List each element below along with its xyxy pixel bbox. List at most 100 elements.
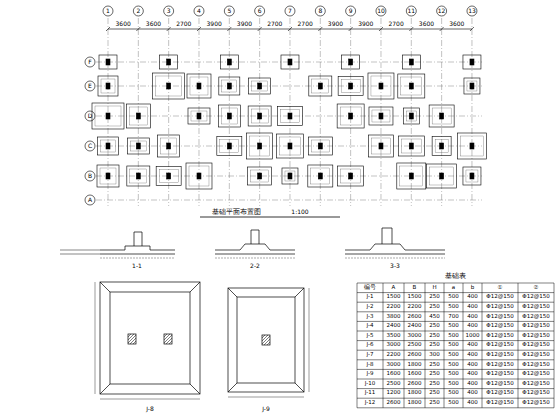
- footing-outline: [463, 167, 481, 185]
- footing-outline: [248, 106, 271, 126]
- table-cell: 2600: [408, 381, 422, 387]
- footing-outline: [160, 55, 178, 69]
- footing-outline: [153, 73, 185, 99]
- column: [440, 113, 444, 119]
- axis-number: 10: [377, 8, 385, 14]
- table-cell: 400: [467, 352, 478, 358]
- table-cell: J-5: [367, 333, 374, 339]
- footing-step: [432, 108, 451, 124]
- column: [288, 59, 292, 65]
- table-cell: 400: [467, 343, 478, 349]
- column: [197, 173, 201, 179]
- table-cell: 250: [429, 323, 440, 329]
- table-cell: 3500: [387, 333, 401, 339]
- table-cell: 250: [429, 371, 440, 377]
- axis-bubble: [224, 6, 234, 16]
- table-header: A: [392, 285, 396, 291]
- table-cell: Φ12@150: [486, 391, 513, 397]
- axis-bubble: [133, 6, 143, 16]
- footing-outline: [398, 74, 425, 98]
- column: [440, 143, 444, 149]
- footing-outline: [219, 77, 240, 95]
- footing-outline: [276, 134, 303, 158]
- dimension-tick: [197, 27, 201, 31]
- table-cell: 3800: [387, 314, 401, 320]
- table-cell: Φ12@150: [486, 304, 513, 310]
- column: [227, 143, 231, 149]
- axis-bubble: [85, 57, 95, 67]
- axis-letter: D: [88, 113, 93, 119]
- footing-step: [220, 140, 239, 153]
- footing-step: [279, 137, 300, 155]
- footing-step: [371, 138, 390, 154]
- footing-outline: [403, 108, 419, 124]
- table-cell: 250: [429, 400, 440, 406]
- footing-step: [312, 79, 329, 93]
- dimension-tick: [227, 27, 231, 31]
- section-label: 1-1: [132, 263, 142, 269]
- column: [197, 83, 201, 89]
- axis-number: 12: [438, 8, 446, 14]
- table-cell: 2200: [408, 304, 422, 310]
- table-cell: 2400: [387, 323, 401, 329]
- table-cell: J-1: [367, 295, 374, 301]
- axis-letter: C: [88, 143, 92, 149]
- footing-detail: [95, 282, 309, 399]
- column: [136, 173, 140, 179]
- column: [227, 83, 231, 89]
- column: [349, 173, 353, 179]
- dimension: 2700: [298, 21, 313, 27]
- table-cell: 400: [467, 304, 478, 310]
- table-cell: 400: [467, 314, 478, 320]
- table-cell: 500: [448, 391, 459, 397]
- table-cell: 1500: [387, 295, 401, 301]
- footing-outline: [281, 55, 299, 69]
- column: [258, 113, 262, 119]
- footing-step: [129, 107, 147, 125]
- scale: 1:100: [291, 209, 308, 215]
- axis-letter: B: [88, 173, 92, 179]
- table-cell: Φ12@150: [486, 343, 513, 349]
- footing-step: [250, 136, 270, 156]
- footing-outline: [338, 77, 363, 96]
- table-cell: Φ12@150: [522, 391, 549, 397]
- section-label: 3-3: [390, 263, 400, 269]
- dimension-tick: [349, 27, 353, 31]
- column: [136, 113, 140, 119]
- footing-step: [189, 166, 209, 186]
- dimension: 2700: [267, 21, 282, 27]
- footing-step: [101, 79, 115, 93]
- table-cell: Φ12@150: [522, 323, 549, 329]
- footing-outline: [156, 167, 181, 186]
- axis-letter: E: [88, 83, 92, 89]
- table-cell: 1600: [387, 371, 401, 377]
- table-header: b: [471, 285, 475, 291]
- column: [409, 83, 413, 89]
- table-cell: Φ12@150: [486, 333, 513, 339]
- column: [440, 173, 444, 179]
- footing-step: [101, 140, 116, 152]
- table-cell: J-6: [367, 343, 374, 349]
- table-cell: 1800: [408, 391, 422, 397]
- dimension-tick: [288, 27, 292, 31]
- table-cell: Φ12@150: [486, 381, 513, 387]
- footing-outline: [92, 103, 124, 129]
- axis-bubble: [315, 6, 325, 16]
- table-cell: J-7: [367, 352, 374, 358]
- column: [318, 173, 322, 179]
- table-cell: Φ12@150: [486, 352, 513, 358]
- axis-bubble: [85, 81, 95, 91]
- table-cell: 500: [448, 371, 459, 377]
- axis-bubble: [406, 6, 416, 16]
- table-cell: Φ12@150: [486, 314, 513, 320]
- axis-number: 8: [318, 8, 322, 14]
- footing-step: [460, 136, 483, 156]
- axis-number: 13: [468, 8, 476, 14]
- footing-outline: [277, 107, 302, 126]
- footing-step: [400, 166, 423, 186]
- axis-bubble: [285, 6, 295, 16]
- drawing-title: 基础平面布置图: [212, 209, 261, 216]
- table-cell: 500: [448, 295, 459, 301]
- column: [318, 83, 322, 89]
- table-cell: Φ12@150: [522, 304, 549, 310]
